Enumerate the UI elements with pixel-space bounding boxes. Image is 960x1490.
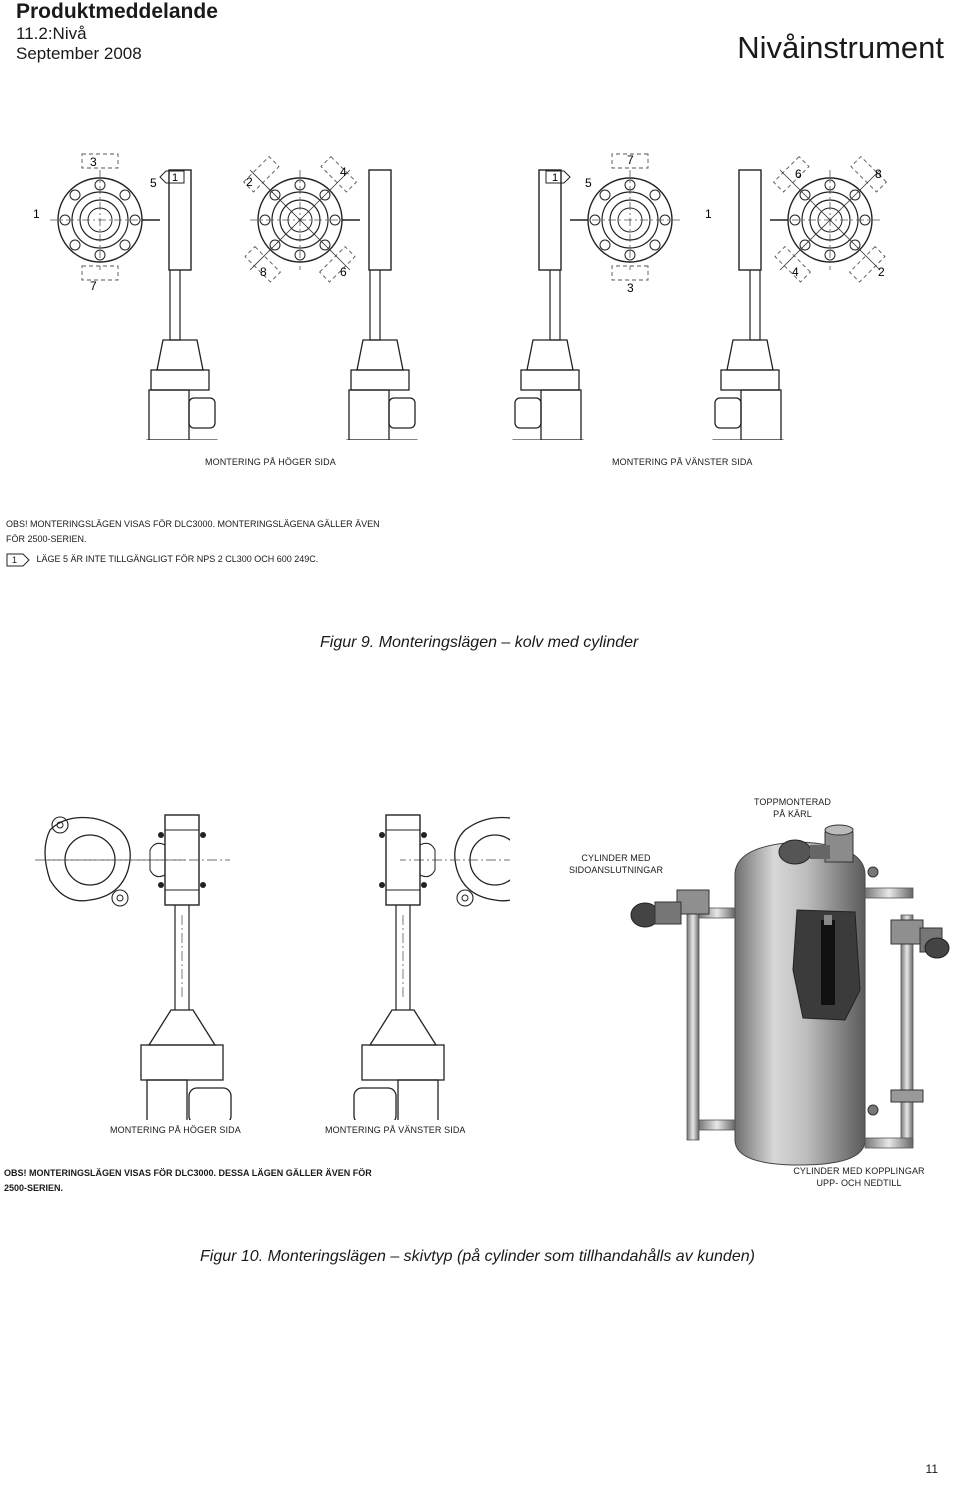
doc-category: Produktmeddelande: [16, 0, 218, 23]
fig9-note-line2: FÖR 2500-SERIEN.: [6, 534, 87, 544]
fig9-view-1: [49, 153, 218, 440]
fig9-caption-left: MONTERING PÅ VÄNSTER SIDA: [612, 457, 753, 467]
fig10-view-right: [34, 814, 236, 1120]
fig9-callout: 1: [172, 172, 178, 184]
fig9-view-2: [243, 156, 418, 440]
fig9-callout: 8: [260, 265, 267, 279]
figure9-drawing: 3 5 1 2 4 1 7 8 6 7 1 5 6 8 1 3 4 2: [33, 153, 887, 440]
fig9-callout: 2: [246, 175, 253, 189]
fig9-callout: 3: [627, 281, 634, 295]
fig9-callout: 1: [33, 207, 40, 221]
page-number: 11: [925, 1462, 938, 1476]
fig9-callout: 3: [90, 155, 97, 169]
fig10-label-bottom-line2: UPP- OCH NEDTILL: [816, 1178, 902, 1188]
fig9-callout: 5: [585, 176, 592, 190]
fig10-label-side: CYLINDER MED SIDOANSLUTNINGAR: [566, 853, 666, 875]
fig10-label-top-line2: PÅ KÄRL: [773, 809, 812, 819]
fig9-callout: 4: [792, 265, 799, 279]
fig9-title: Figur 9. Monteringslägen – kolv med cyli…: [320, 634, 639, 651]
fig10-label-bottom-line1: CYLINDER MED KOPPLINGAR: [793, 1166, 925, 1176]
doc-date: September 2008: [16, 44, 142, 63]
fig9-callout: 1: [552, 172, 558, 184]
fig9-callout: 7: [90, 279, 97, 293]
fig9-note-line1: OBS! MONTERINGSLÄGEN VISAS FÖR DLC3000. …: [6, 519, 380, 529]
fig10-caption-left: MONTERING PÅ VÄNSTER SIDA: [325, 1125, 466, 1135]
flag-number: 1: [12, 554, 18, 565]
fig9-callout: 7: [627, 153, 634, 167]
fig10-label-side-line1: CYLINDER MED: [581, 853, 651, 863]
fig9-callout: 6: [795, 167, 802, 181]
fig10-title: Figur 10. Monteringslägen – skivtyp (på …: [200, 1248, 755, 1265]
fig10-label-top: TOPPMONTERAD PÅ KÄRL: [750, 797, 835, 819]
fig10-label-side-line2: SIDOANSLUTNINGAR: [568, 865, 664, 875]
fig9-callout: 2: [878, 265, 885, 279]
fig10-label-top-line1: TOPPMONTERAD: [753, 797, 832, 807]
fig9-caption-right: MONTERING PÅ HÖGER SIDA: [205, 457, 336, 467]
fig9-callout: 8: [875, 167, 882, 181]
fig10-caption-right: MONTERING PÅ HÖGER SIDA: [110, 1125, 241, 1135]
figure10-line-drawing: [34, 814, 510, 1120]
fig10-note-line2: 2500-SERIEN.: [4, 1183, 64, 1193]
fig9-callout: 6: [340, 265, 347, 279]
flag-callout-icon: 1: [6, 553, 30, 567]
figure10-vessel-illustration: [630, 824, 950, 1166]
fig9-callout: 1: [705, 207, 712, 221]
doc-title: Nivåinstrument: [737, 30, 944, 65]
fig9-view-3: [512, 153, 681, 440]
fig9-note-flag-text: LÄGE 5 ÄR INTE TILLGÄNGLIGT FÖR NPS 2 CL…: [36, 554, 319, 564]
fig9-note: OBS! MONTERINGSLÄGEN VISAS FÖR DLC3000. …: [6, 517, 526, 567]
fig9-view-4: [712, 156, 887, 440]
fig9-note-flag-row: 1 LÄGE 5 ÄR INTE TILLGÄNGLIGT FÖR NPS 2 …: [6, 552, 526, 567]
fig9-callout: 5: [150, 176, 157, 190]
fig10-label-bottom: CYLINDER MED KOPPLINGAR UPP- OCH NEDTILL: [784, 1166, 934, 1188]
fig10-view-left: [349, 814, 510, 1120]
doc-section: 11.2:Nivå: [16, 24, 87, 43]
fig9-callout: 4: [340, 165, 347, 179]
fig10-note-line1: OBS! MONTERINGSLÄGEN VISAS FÖR DLC3000. …: [4, 1168, 372, 1178]
fig10-note: OBS! MONTERINGSLÄGEN VISAS FÖR DLC3000. …: [4, 1166, 424, 1196]
